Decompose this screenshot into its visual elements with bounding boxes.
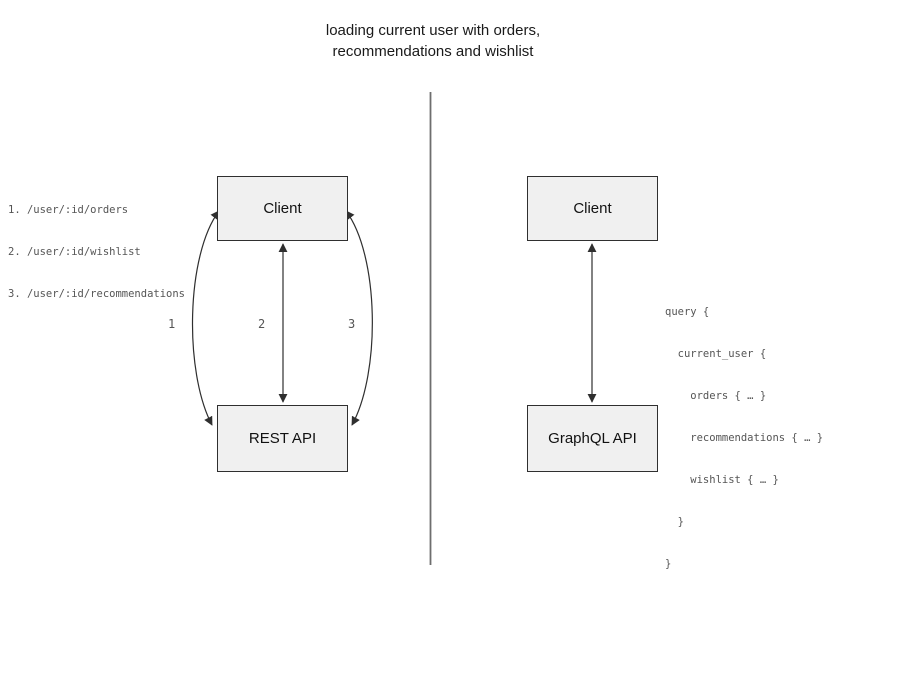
query-line: query { — [665, 306, 710, 318]
rest-arrow-3-label: 3 — [348, 317, 356, 331]
graphql-client-box-label: Client — [573, 200, 612, 217]
rest-endpoint-recommendations: 3. /user/:id/recommendations — [8, 288, 186, 300]
query-line: current_user { — [665, 348, 767, 360]
query-line: recommendations { … } — [665, 432, 824, 444]
rest-client-box-label: Client — [263, 200, 302, 217]
query-line: } — [665, 558, 672, 570]
rest-arrow-1-label: 1 — [168, 317, 176, 331]
diagram-title-line-1: loading current user with orders, — [325, 22, 541, 39]
rest-endpoint-orders: 1. /user/:id/orders — [8, 204, 129, 216]
graphql-query-snippet: query { current_user { orders { … } reco… — [665, 277, 823, 599]
rest-api-box: REST API — [217, 405, 348, 472]
diagram-title: loading current user with orders, recomm… — [0, 20, 866, 62]
query-line: orders { … } — [665, 390, 767, 402]
rest-endpoint-list: 1. /user/:id/orders 2. /user/:id/wishlis… — [8, 175, 185, 329]
query-line: wishlist { … } — [665, 474, 779, 486]
diagram-title-line-2: recommendations and wishlist — [332, 43, 534, 60]
graphql-api-box-label: GraphQL API — [548, 430, 637, 447]
rest-arrow-2-label: 2 — [258, 317, 266, 331]
graphql-client-box: Client — [527, 176, 658, 241]
query-line: } — [665, 516, 684, 528]
rest-api-box-label: REST API — [248, 430, 317, 447]
rest-arrow-1-curve — [191, 210, 220, 426]
rest-client-box: Client — [217, 176, 348, 241]
graphql-api-box: GraphQL API — [527, 405, 658, 472]
rest-endpoint-wishlist: 2. /user/:id/wishlist — [8, 246, 141, 258]
